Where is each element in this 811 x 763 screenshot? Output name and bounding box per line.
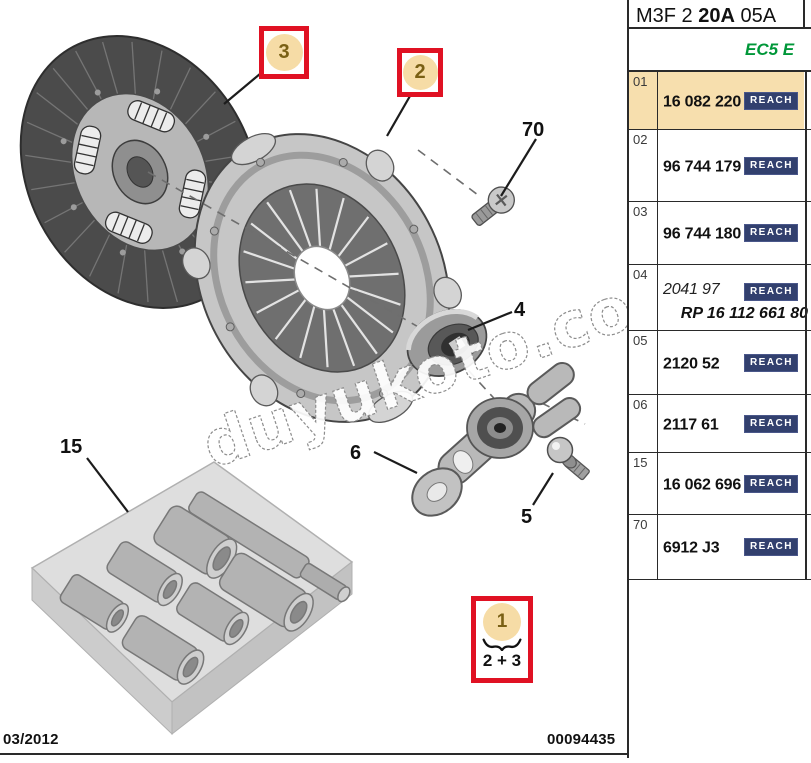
table-right-border xyxy=(805,72,807,580)
code-bold: 20A xyxy=(698,5,735,27)
reach-badge[interactable]: REACH xyxy=(743,353,798,372)
part-number: 16 062 696 80 xyxy=(663,475,763,493)
pressure-plate xyxy=(182,132,462,424)
reach-badge[interactable]: REACH xyxy=(743,414,798,433)
ball-stud xyxy=(546,436,590,481)
table-row[interactable]: 05 2120 52 REACH xyxy=(629,331,811,395)
callout-disc-3-number: 3 xyxy=(265,34,303,71)
code-prefix: M3F 2 xyxy=(636,5,693,27)
parts-table: 01 16 082 220 80 REACH 02 96 744 179 80 … xyxy=(629,70,811,580)
row-index: 04 xyxy=(629,265,658,330)
exploded-view-diagram: duyukoto.com 70 4 5 6 15 3 2 1 2 + 3 03/… xyxy=(0,26,706,755)
part-number: 16 082 220 80 xyxy=(663,92,763,110)
table-row[interactable]: 03 96 744 180 80 REACH xyxy=(629,202,811,265)
reach-badge[interactable]: REACH xyxy=(743,283,798,301)
tool-set-tray xyxy=(30,461,354,736)
table-row[interactable]: 04 2041 97 REACH RP 16 112 661 80 xyxy=(629,265,811,331)
bottom-border xyxy=(0,753,627,755)
part-number: 96 744 180 80 xyxy=(663,225,763,243)
table-row[interactable]: 70 6912 J3 REACH xyxy=(629,515,811,580)
table-row[interactable]: 15 16 062 696 80 REACH xyxy=(629,453,811,515)
bolt xyxy=(471,186,515,226)
table-row[interactable]: 06 2117 61 REACH xyxy=(629,395,811,453)
reach-badge[interactable]: REACH xyxy=(743,91,798,110)
row-index: 02 xyxy=(629,130,658,201)
callout-cover-2-number: 2 xyxy=(402,55,438,90)
release-bearing xyxy=(405,308,488,377)
reach-badge[interactable]: REACH xyxy=(743,538,798,556)
release-fork xyxy=(411,361,582,517)
label-bolt-70[interactable]: 70 xyxy=(522,119,544,141)
kit-formula: 2 + 3 xyxy=(482,651,522,670)
part-number: 2117 61 xyxy=(663,415,719,433)
footer-date: 03/2012 xyxy=(3,731,59,748)
row-index: 06 xyxy=(629,395,658,452)
catalog-code: M3F 2 20A 05A xyxy=(629,0,811,29)
part-number: 6912 J3 xyxy=(663,539,720,557)
part-number: 96 744 179 80 xyxy=(663,157,763,175)
callout-disc-3[interactable]: 3 xyxy=(259,26,309,79)
parts-panel: M3F 2 20A 05A EC5 E 01 16 082 220 80 REA… xyxy=(627,0,811,758)
table-row[interactable]: 01 16 082 220 80 REACH xyxy=(629,72,811,130)
row-index: 05 xyxy=(629,331,658,394)
row-index: 03 xyxy=(629,202,658,264)
footer-doc-number: 00094435 xyxy=(547,731,616,748)
table-row[interactable]: 02 96 744 179 80 REACH xyxy=(629,130,811,202)
part-number: 2041 97 xyxy=(663,281,720,298)
reach-badge[interactable]: REACH xyxy=(743,474,798,493)
label-bearing-4[interactable]: 4 xyxy=(514,299,526,321)
row-index: 15 xyxy=(629,453,658,514)
label-tool-set-15[interactable]: 15 xyxy=(60,436,82,458)
code-suffix: 05A xyxy=(740,5,777,27)
title-right-border xyxy=(803,0,805,29)
brace-icon xyxy=(482,638,522,651)
callout-cover-2[interactable]: 2 xyxy=(397,48,443,97)
part-number: 2120 52 xyxy=(663,354,720,372)
reach-badge[interactable]: REACH xyxy=(743,156,798,175)
label-fork-6[interactable]: 6 xyxy=(350,442,361,464)
callout-kit-1[interactable]: 1 2 + 3 xyxy=(471,596,533,683)
replacement-part-number: RP 16 112 661 80 xyxy=(680,305,808,322)
label-ball-stud-5[interactable]: 5 xyxy=(521,506,532,528)
row-index: 01 xyxy=(629,72,658,129)
engine-code-label: EC5 E xyxy=(745,40,795,59)
reach-badge[interactable]: REACH xyxy=(743,224,798,242)
row-index: 70 xyxy=(629,515,658,579)
callout-kit-1-number: 1 xyxy=(483,603,521,641)
